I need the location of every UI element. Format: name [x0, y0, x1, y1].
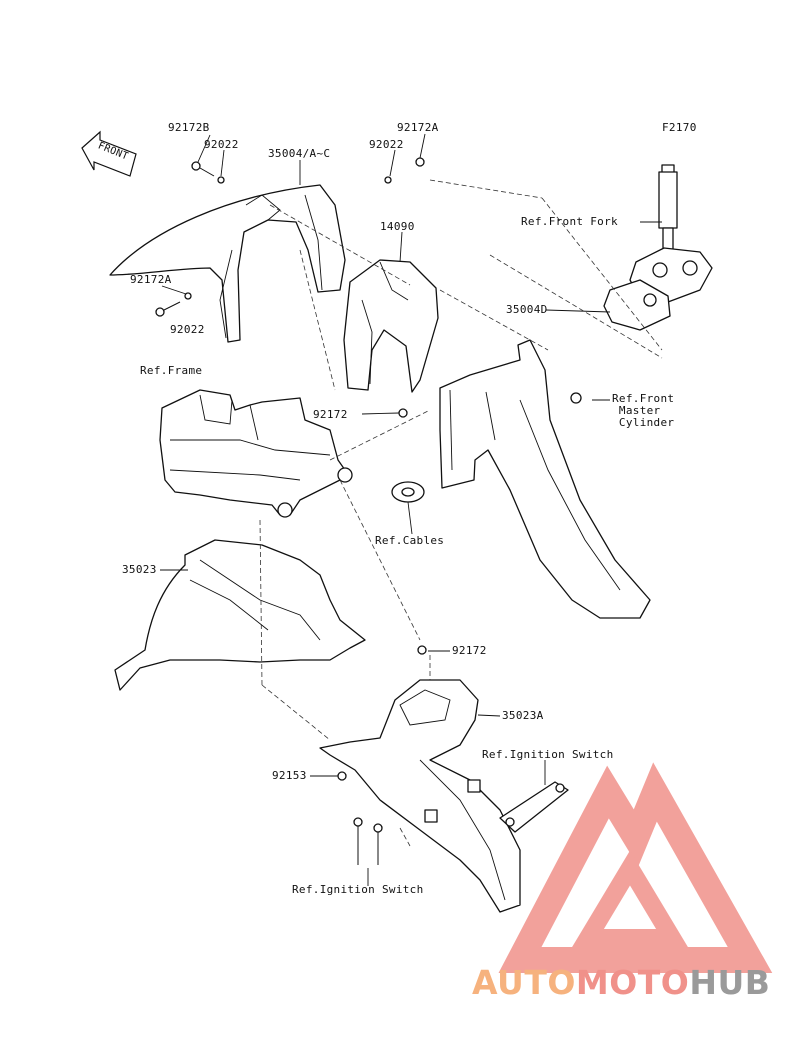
frame-part — [159, 389, 353, 518]
callout-35023A: 35023A — [502, 709, 544, 722]
figure-code: F2170 — [662, 121, 697, 134]
callout-35023: 35023 — [122, 563, 157, 576]
ref-front-fork: Ref.Front Fork — [521, 215, 618, 228]
callout-35004-AC: 35004/A~C — [268, 147, 331, 160]
ref-ignition-switch-bottom: Ref.Ignition Switch — [292, 883, 424, 896]
rear-fender-part — [319, 679, 521, 913]
callout-92172-mid: 92172 — [313, 408, 348, 421]
fasteners — [155, 157, 582, 865]
callout-92172A-left: 92172A — [130, 273, 172, 286]
callout-92172-low: 92172 — [452, 644, 487, 657]
callout-92172B: 92172B — [168, 121, 210, 134]
callout-14090: 14090 — [380, 220, 415, 233]
callout-92172A-top: 92172A — [397, 121, 439, 134]
front-fork-part — [603, 164, 713, 331]
ignition-switch-part — [499, 781, 569, 833]
front-fender-part — [109, 184, 346, 343]
callout-92022-left: 92022 — [170, 323, 205, 336]
watermark-hub: HUB — [689, 963, 771, 1002]
front-fender-rear-part — [439, 339, 651, 619]
callout-92022-top-right: 92022 — [369, 138, 404, 151]
callout-92153: 92153 — [272, 769, 307, 782]
cable-clip-part — [391, 481, 425, 503]
ref-cables: Ref.Cables — [375, 534, 445, 547]
watermark-auto: AUTO — [472, 963, 576, 1002]
ref-frame: Ref.Frame — [140, 364, 203, 377]
watermark-moto: MOTO — [575, 963, 690, 1002]
callout-92022-top-left: 92022 — [204, 138, 239, 151]
front-arrow-icon — [81, 130, 137, 177]
ref-ignition-switch-right: Ref.Ignition Switch — [482, 748, 614, 761]
inner-fender-part — [114, 539, 366, 691]
callout-35004D: 35004D — [506, 303, 548, 316]
watermark-logo: AUTOMOTOHUB — [472, 963, 770, 1003]
watermark-triangle-icon — [498, 762, 773, 973]
assembly-lines — [259, 179, 663, 847]
inner-cover-part — [343, 259, 439, 393]
leader-lines — [160, 133, 662, 886]
ref-front-master-cylinder: Ref.Front Master Cylinder — [612, 392, 675, 429]
